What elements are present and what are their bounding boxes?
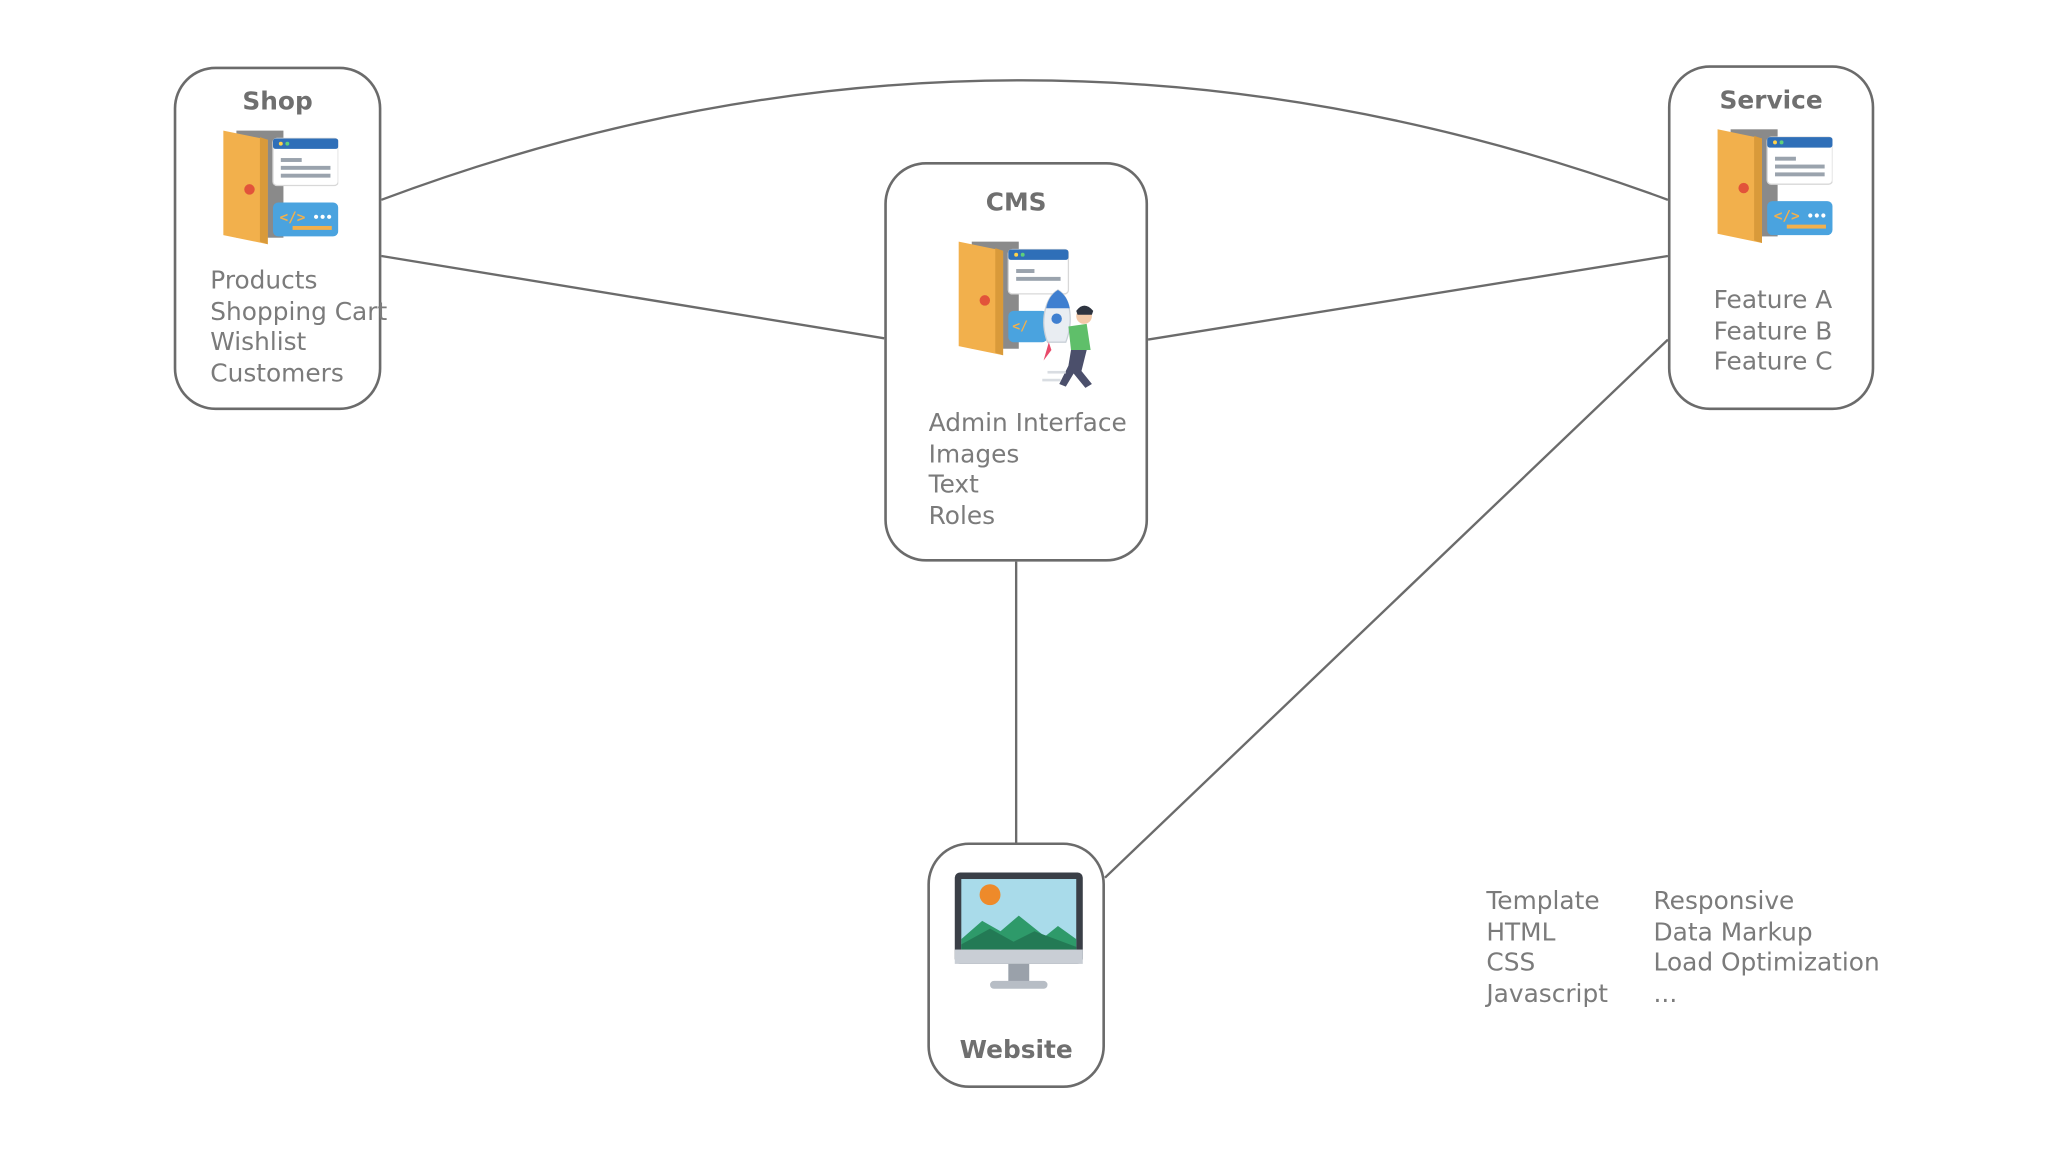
connector-shop-cms bbox=[381, 254, 885, 340]
cms-node[interactable]: CMS </ Admin bbox=[884, 161, 1149, 562]
door-code-rocket-person-icon: </ bbox=[958, 241, 1094, 388]
website-title: Website bbox=[959, 1035, 1073, 1065]
service-node[interactable]: Service </> Feature A Feature B Feature … bbox=[1667, 65, 1875, 411]
list-item: Customers bbox=[210, 358, 344, 388]
connector-service-website bbox=[1104, 338, 1669, 879]
list-item: CSS bbox=[1486, 948, 1536, 978]
connector-shop-service bbox=[380, 79, 1669, 201]
list-item: Wishlist bbox=[210, 328, 307, 357]
list-item: Admin Interface bbox=[928, 408, 1127, 438]
connector-cms-service bbox=[1147, 254, 1669, 341]
monitor-landscape-icon bbox=[954, 872, 1083, 989]
cms-item-list: Admin Interface Images Text Roles bbox=[929, 409, 1127, 532]
list-item: HTML bbox=[1486, 917, 1556, 947]
list-item: Feature A bbox=[1713, 286, 1833, 315]
list-item: Responsive bbox=[1653, 886, 1795, 916]
website-notes-column-1: Template HTML CSS Javascript bbox=[1486, 887, 1608, 1010]
list-item: Roles bbox=[928, 501, 996, 530]
list-item: Javascript bbox=[1486, 979, 1608, 1009]
shop-title: Shop bbox=[242, 87, 313, 117]
list-item: Text bbox=[928, 470, 979, 500]
list-item: Data Markup bbox=[1653, 917, 1813, 947]
door-code-window-icon: </> bbox=[1717, 129, 1833, 243]
list-item: Shopping Cart bbox=[210, 297, 388, 326]
cms-title: CMS bbox=[985, 188, 1047, 217]
service-title: Service bbox=[1719, 86, 1823, 115]
list-item: Feature C bbox=[1713, 347, 1833, 377]
list-item: Feature B bbox=[1713, 316, 1833, 346]
list-item: Load Optimization bbox=[1653, 948, 1880, 978]
svg-text:</>: </> bbox=[1774, 209, 1800, 225]
svg-text:</: </ bbox=[1012, 319, 1028, 334]
shop-item-list: Products Shopping Cart Wishlist Customer… bbox=[210, 266, 387, 389]
svg-text:</>: </> bbox=[280, 210, 306, 226]
website-notes-column-2: Responsive Data Markup Load Optimization… bbox=[1654, 887, 1880, 1010]
list-item: Images bbox=[928, 439, 1020, 469]
door-code-window-icon: </> bbox=[223, 130, 339, 245]
service-item-list: Feature A Feature B Feature C bbox=[1714, 286, 1833, 378]
shop-node[interactable]: Shop </> Products Shopping Cart Wishlist… bbox=[173, 66, 387, 411]
list-item: Template bbox=[1486, 886, 1600, 916]
list-item: ... bbox=[1653, 979, 1678, 1009]
list-item: Products bbox=[210, 266, 318, 296]
website-node[interactable]: Website bbox=[927, 842, 1105, 1088]
